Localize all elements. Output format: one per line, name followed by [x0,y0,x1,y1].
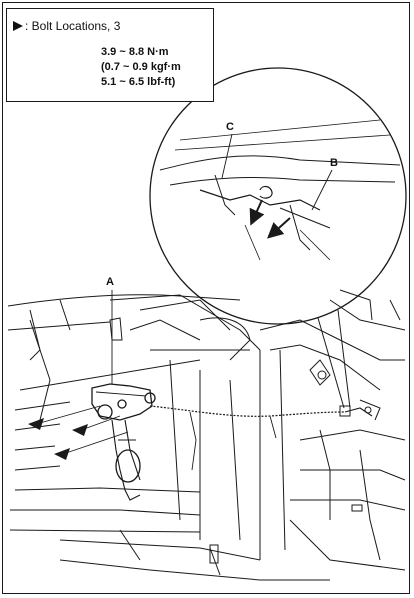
torque-spec: 3.9 ~ 8.8 N·m (0.7 ~ 0.9 kgf·m 5.1 ~ 6.5… [101,45,181,90]
specification-box: : Bolt Locations, 3 3.9 ~ 8.8 N·m (0.7 ~… [6,8,214,102]
bolt-location-legend: : Bolt Locations, 3 [13,19,120,33]
torque-lbf: 5.1 ~ 6.5 lbf-ft) [101,76,176,88]
detail-leaders [221,133,333,211]
callout-c: C [226,121,234,133]
hood-latch-assembly [91,383,373,501]
torque-kgf: (0.7 ~ 0.9 kgf·m [101,61,181,73]
bolt-marker-icon [13,21,23,31]
bolt-leaders [39,405,129,454]
legend-text: : Bolt Locations, 3 [25,19,121,33]
detail-zoom-circle [149,67,407,325]
zoom-connector [317,309,351,409]
radiator-support [7,289,406,581]
bolt-location-markers [28,418,88,460]
torque-nm: 3.9 ~ 8.8 N·m [101,46,169,58]
callout-a: A [106,276,114,288]
callout-b: B [330,157,338,169]
detail-arrows [249,199,291,239]
